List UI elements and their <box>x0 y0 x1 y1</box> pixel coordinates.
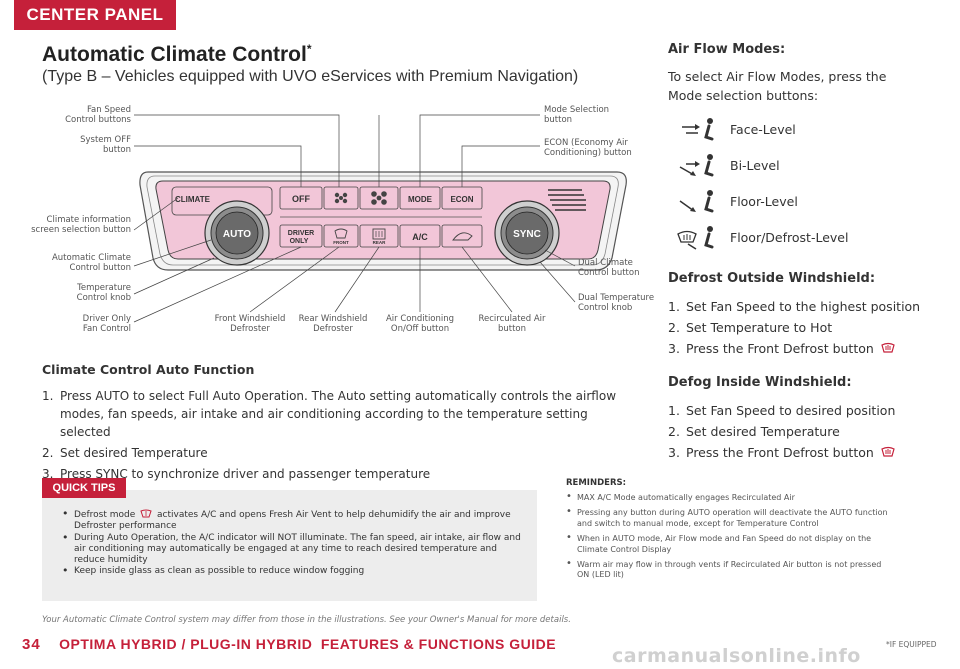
reminders-list: MAX A/C Mode automatically engages Recir… <box>566 492 896 586</box>
list-item: 1.Set Fan Speed to the highest position <box>668 299 921 314</box>
reminders-title: REMINDERS: <box>566 478 627 488</box>
watermark: carmanualsonline.info <box>612 645 861 667</box>
list-item: 3.Press the Front Defrost button <box>668 442 938 463</box>
list-item: 3.Press the Front Defrost button <box>668 338 938 359</box>
bi-level-icon <box>679 154 714 177</box>
list-item: Face-Level <box>676 117 916 153</box>
panel-climate-text: CLIMATE <box>175 195 211 204</box>
panel-only-text: ONLY <box>290 238 309 245</box>
list-item: Pressing any button during AUTO operatio… <box>566 507 896 529</box>
page-subtitle: (Type B – Vehicles equipped with UVO eSe… <box>42 68 579 85</box>
if-equipped-note: *IF EQUIPPED <box>886 640 937 649</box>
list-item: When in AUTO mode, Air Flow mode and Fan… <box>566 533 896 555</box>
panel-driver-text: DRIVER <box>288 230 314 237</box>
panel-rear-text: REAR <box>373 240 387 245</box>
floor-defrost-level-icon <box>677 226 714 250</box>
list-item: 1.Press AUTO to select Full Auto Operati… <box>42 389 617 439</box>
panel-auto-text: AUTO <box>223 229 251 240</box>
list-item: Bi-Level <box>676 153 916 189</box>
face-level-icon <box>682 118 714 141</box>
list-item: Floor-Level <box>676 189 916 225</box>
panel-ac-text: A/C <box>412 232 428 242</box>
list-item: Defrost mode activates A/C and opens Fre… <box>62 508 522 533</box>
list-item: Floor/Defrost-Level <box>676 225 916 261</box>
list-item: MAX A/C Mode automatically engages Recir… <box>566 492 896 503</box>
air-flow-mode-list: Face-Level Bi-Level Floor-Level Floor/De… <box>676 117 916 261</box>
list-item: Warm air may flow in through vents if Re… <box>566 559 896 581</box>
list-item: 3.Press SYNC to synchronize driver and p… <box>42 467 431 481</box>
air-flow-heading: Air Flow Modes: <box>668 42 786 57</box>
defog-inside-heading: Defog Inside Windshield: <box>668 375 852 390</box>
quick-tips-tab: QUICK TIPS <box>42 478 126 498</box>
front-defrost-icon <box>881 342 895 353</box>
section-tab: CENTER PANEL <box>14 0 176 30</box>
list-item: Keep inside glass as clean as possible t… <box>62 565 522 577</box>
list-item: 2.Set Temperature to Hot <box>668 320 833 335</box>
floor-level-icon <box>679 190 714 213</box>
front-defrost-icon <box>881 446 895 457</box>
page-footer: 34 OPTIMA HYBRID / PLUG-IN HYBRID FEATUR… <box>22 636 556 654</box>
panel-off-text: OFF <box>292 194 310 204</box>
front-defrost-icon <box>140 509 152 518</box>
list-item: 2.Set desired Temperature <box>42 446 208 460</box>
panel-sync-text: SYNC <box>513 229 541 240</box>
list-item: During Auto Operation, the A/C indicator… <box>62 532 522 567</box>
list-item: 2.Set desired Temperature <box>668 424 840 439</box>
panel-econ-text: ECON <box>450 195 473 204</box>
climate-auto-steps: 1.Press AUTO to select Full Auto Operati… <box>42 387 632 483</box>
footer-model: OPTIMA HYBRID / PLUG-IN HYBRID <box>59 636 313 652</box>
page-title: Automatic Climate Control* <box>42 42 312 66</box>
footer-guide: FEATURES & FUNCTIONS GUIDE <box>320 636 557 652</box>
defog-inside-steps: 1.Set Fan Speed to desired position 2.Se… <box>668 400 938 463</box>
page-number: 34 <box>22 636 41 653</box>
defrost-outside-heading: Defrost Outside Windshield: <box>668 271 876 286</box>
panel-front-text: FRONT <box>333 240 349 245</box>
list-item: 1.Set Fan Speed to desired position <box>668 403 896 418</box>
air-flow-intro: To select Air Flow Modes, press the Mode… <box>668 69 887 103</box>
panel-mode-text: MODE <box>408 195 433 204</box>
climate-auto-heading: Climate Control Auto Function <box>42 362 255 377</box>
illustration-footnote: Your Automatic Climate Control system ma… <box>42 615 571 625</box>
defrost-outside-steps: 1.Set Fan Speed to the highest position … <box>668 296 938 359</box>
quick-tips-list: Defrost mode activates A/C and opens Fre… <box>62 508 522 578</box>
